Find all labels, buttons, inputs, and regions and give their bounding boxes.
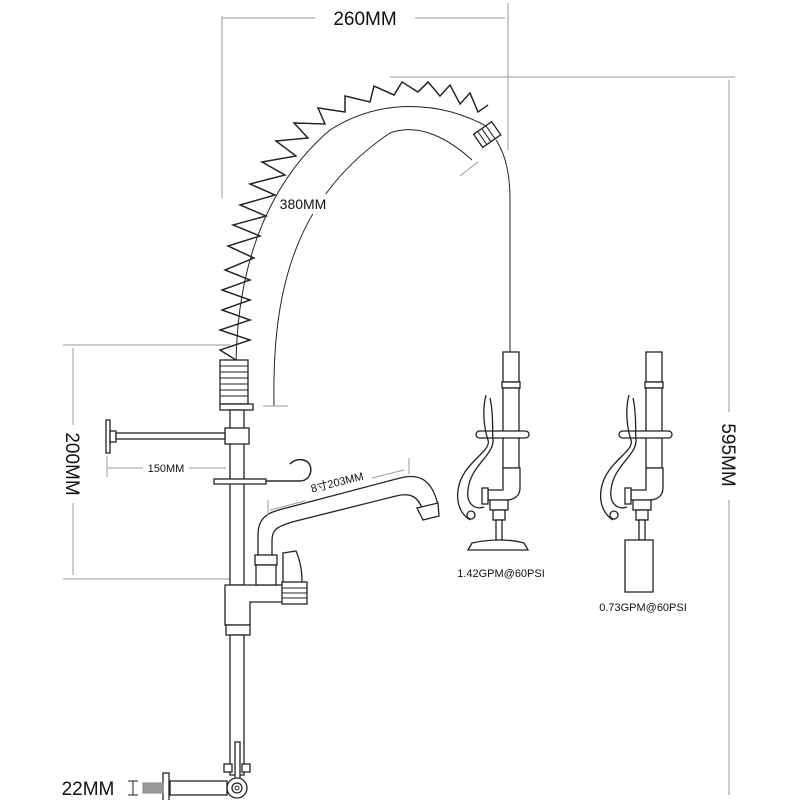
spray-head-standard: 1.42GPM@60PSI (456, 351, 545, 580)
label-swivel-spout: 8寸203MM (309, 469, 365, 496)
hose-length-arc: 380MM (263, 129, 479, 407)
spring-coil (217, 81, 511, 371)
label-spout-reach: 260MM (333, 9, 396, 30)
dimension-total-height: 595MM (717, 80, 738, 795)
flow-rate-standard: 1.42GPM@60PSI (457, 568, 545, 580)
label-mount-height: 200MM (61, 432, 82, 495)
riser-pipe (213, 359, 267, 586)
lower-pipe (142, 634, 251, 800)
label-arm-length: 150MM (148, 463, 185, 475)
spray-head-low-flow: 0.73GPM@60PSI (599, 351, 687, 614)
label-hose-length: 380MM (280, 196, 327, 212)
flow-rate-low-flow: 0.73GPM@60PSI (599, 602, 687, 614)
spray-hook (266, 458, 312, 482)
dimension-inlet: 22MM (62, 779, 138, 800)
swivel-spout: 8寸203MM (254, 458, 440, 566)
wall-bracket: 150MM (105, 419, 226, 477)
label-total-height: 595MM (717, 423, 738, 486)
dimension-mount-height: 200MM (61, 344, 230, 580)
dimension-spout-reach: 260MM (221, 3, 509, 198)
valve-body (224, 550, 308, 636)
label-inlet-size: 22MM (62, 779, 115, 800)
